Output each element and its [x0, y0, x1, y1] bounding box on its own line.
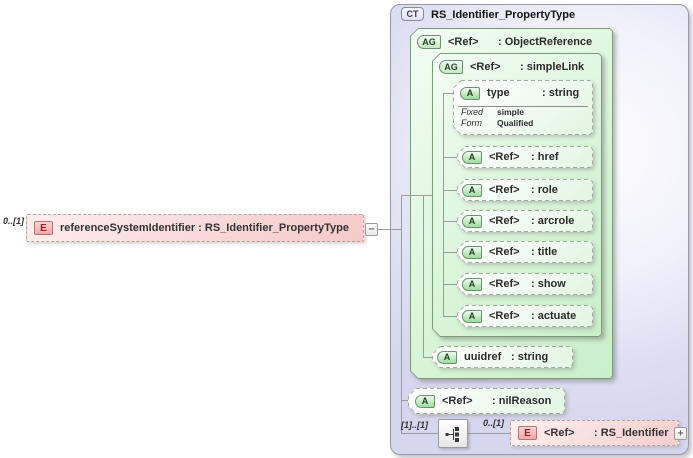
fact-value: Qualified — [497, 118, 534, 128]
source-element-cardinality: 0..[1] — [3, 216, 25, 226]
connector — [443, 93, 453, 94]
attribute-arcrole-box[interactable]: A <Ref> : arcrole — [457, 210, 593, 232]
attribute-href-box[interactable]: A <Ref> : href — [457, 146, 593, 168]
connector — [443, 157, 458, 158]
attribute-name: uuidref — [464, 351, 502, 363]
attribute-show-box[interactable]: A <Ref> : show — [457, 273, 593, 295]
connector — [443, 190, 458, 191]
fact-value: simple — [497, 107, 524, 117]
facts-divider — [458, 106, 588, 107]
sequence-cardinality: [1]..[1] — [401, 420, 428, 430]
connector — [443, 252, 458, 253]
connector — [443, 221, 458, 222]
connector — [401, 195, 402, 434]
attribute-type: : arcrole — [531, 215, 575, 227]
attribute-nilreason-box[interactable]: A <Ref> : nilReason — [408, 388, 565, 414]
attribute-role-box[interactable]: A <Ref> : role — [457, 179, 593, 201]
attribute-name: <Ref> — [442, 395, 473, 407]
attribute-name: <Ref> — [489, 310, 520, 322]
attribute-uuidref-box[interactable]: A uuidref : string — [432, 346, 573, 368]
group-name: <Ref> — [448, 36, 479, 48]
element-label: referenceSystemIdentifier : RS_Identifie… — [60, 222, 349, 234]
attribute-type: : string — [542, 87, 580, 99]
connector — [378, 229, 402, 230]
attribute-icon: A — [460, 87, 480, 100]
attribute-name: type — [487, 87, 510, 99]
element-icon: E — [518, 426, 537, 440]
attribute-type: : nilReason — [492, 395, 552, 407]
attribute-group-icon: AG — [439, 60, 463, 74]
element-name: <Ref> — [544, 427, 575, 439]
attribute-type-box[interactable]: A type : string Fixed simple Form Qualif… — [453, 80, 593, 135]
group-type: : ObjectReference — [498, 36, 593, 48]
attribute-icon: A — [462, 246, 482, 259]
element-icon: E — [34, 221, 53, 235]
element-type: : RS_Identifier — [594, 427, 669, 439]
attribute-name: <Ref> — [489, 151, 520, 163]
group-type: : simpleLink — [520, 61, 585, 73]
attribute-actuate-box[interactable]: A <Ref> : actuate — [457, 305, 593, 327]
complex-type-icon: CT — [401, 7, 424, 21]
attribute-icon: A — [462, 215, 482, 228]
attribute-type: : show — [531, 278, 566, 290]
collapse-toggle[interactable]: − — [365, 223, 378, 236]
attribute-icon: A — [415, 395, 435, 408]
connector — [401, 400, 409, 401]
fact-label: Form — [461, 118, 482, 128]
attribute-icon: A — [462, 278, 482, 291]
connector — [468, 433, 510, 434]
connector — [443, 284, 458, 285]
fact-label: Fixed — [461, 107, 484, 117]
source-element-box[interactable]: E referenceSystemIdentifier : RS_Identif… — [26, 214, 364, 242]
connector — [401, 433, 438, 434]
attribute-icon: A — [437, 351, 457, 364]
rs-identifier-cardinality: 0..[1] — [483, 418, 505, 428]
attribute-type: : role — [531, 184, 558, 196]
attribute-icon: A — [462, 184, 482, 197]
attribute-name: <Ref> — [489, 215, 520, 227]
attribute-name: <Ref> — [489, 278, 520, 290]
attribute-group-icon: AG — [417, 35, 441, 49]
complex-type-title: RS_Identifier_PropertyType — [431, 9, 576, 21]
connector — [443, 316, 458, 317]
expand-toggle[interactable]: + — [674, 427, 687, 440]
attribute-name: <Ref> — [489, 184, 520, 196]
attribute-type: : string — [511, 351, 549, 363]
attribute-icon: A — [462, 151, 482, 164]
attribute-type: : href — [531, 151, 559, 163]
connector — [423, 357, 432, 358]
rs-identifier-element-box[interactable]: E <Ref> : RS_Identifier — [510, 420, 679, 446]
sequence-glyph — [445, 426, 459, 442]
connector — [423, 195, 424, 357]
attribute-type: : actuate — [531, 310, 577, 322]
connector — [443, 93, 444, 316]
sequence-icon — [438, 419, 468, 448]
attribute-type: : title — [531, 246, 558, 258]
attribute-name: <Ref> — [489, 246, 520, 258]
group-name: <Ref> — [470, 61, 501, 73]
attribute-icon: A — [462, 310, 482, 323]
connector — [401, 195, 432, 196]
attribute-title-box[interactable]: A <Ref> : title — [457, 241, 593, 263]
